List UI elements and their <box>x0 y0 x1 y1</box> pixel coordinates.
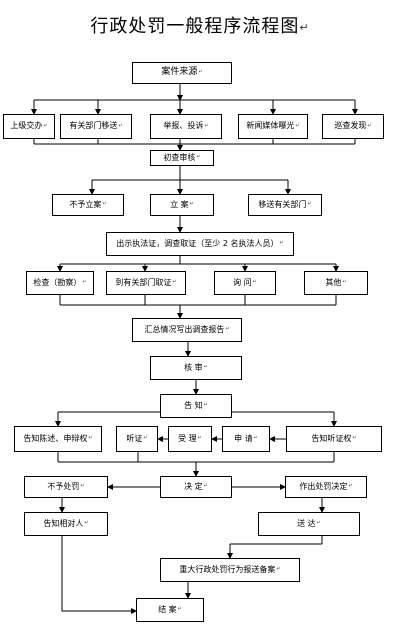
report-complaint-box: 举报、投诉↵ <box>150 114 222 139</box>
inquiry-box: 询 问↵ <box>214 271 276 295</box>
summary-report-box: 汇总情况写出调查报告↵ <box>132 318 242 342</box>
paragraph-mark-icon: ↵ <box>299 21 310 34</box>
notify-defense-box: 告知陈述、申辩权↵ <box>14 426 102 452</box>
accept-box: 受 理↵ <box>168 426 212 452</box>
dept-referral-box: 有关部门移送↵ <box>60 114 132 139</box>
inspection-box: 检查（勘察）↵ <box>26 271 94 295</box>
page-title: 行政处罚一般程序流程图↵ <box>90 16 310 37</box>
not-filed-box: 不予立案↵ <box>52 194 124 216</box>
initial-review-box: 初查审核↵ <box>150 150 214 166</box>
make-decision-box: 作出处罚决定↵ <box>285 476 367 498</box>
show-cert-box: 出示执法证，调查取证（至少 2 名执法人员）↵ <box>106 232 294 256</box>
superior-referral-box: 上级交办↵ <box>3 114 55 139</box>
major-filing-box: 重大行政处罚行为报送备案↵ <box>160 558 300 582</box>
notify-box: 告 知↵ <box>160 394 232 418</box>
verify-box: 核 审↵ <box>150 356 242 380</box>
notify-hearing-box: 告知听证权↵ <box>286 426 382 452</box>
apply-box: 申 请↵ <box>222 426 270 452</box>
case-source-box: 案件来源↵ <box>132 62 232 84</box>
no-penalty-box: 不予处罚↵ <box>24 476 108 498</box>
deliver-box: 送 达↵ <box>258 512 360 536</box>
decide-box: 决 定↵ <box>160 476 232 498</box>
close-case-box: 结 案↵ <box>136 598 204 622</box>
hearing-box: 听证↵ <box>116 426 158 452</box>
filed-box: 立 案↵ <box>150 194 214 216</box>
media-exposure-box: 新闻媒体曝光↵ <box>238 114 308 139</box>
notify-party-box: 告知相对人↵ <box>24 512 108 536</box>
collect-evidence-box: 到有关部门取证↵ <box>106 271 186 295</box>
inspection-found-box: 巡查发现↵ <box>322 114 384 139</box>
transfer-dept-box: 移送有关部门↵ <box>248 194 322 216</box>
other-box: 其他↵ <box>304 271 368 295</box>
